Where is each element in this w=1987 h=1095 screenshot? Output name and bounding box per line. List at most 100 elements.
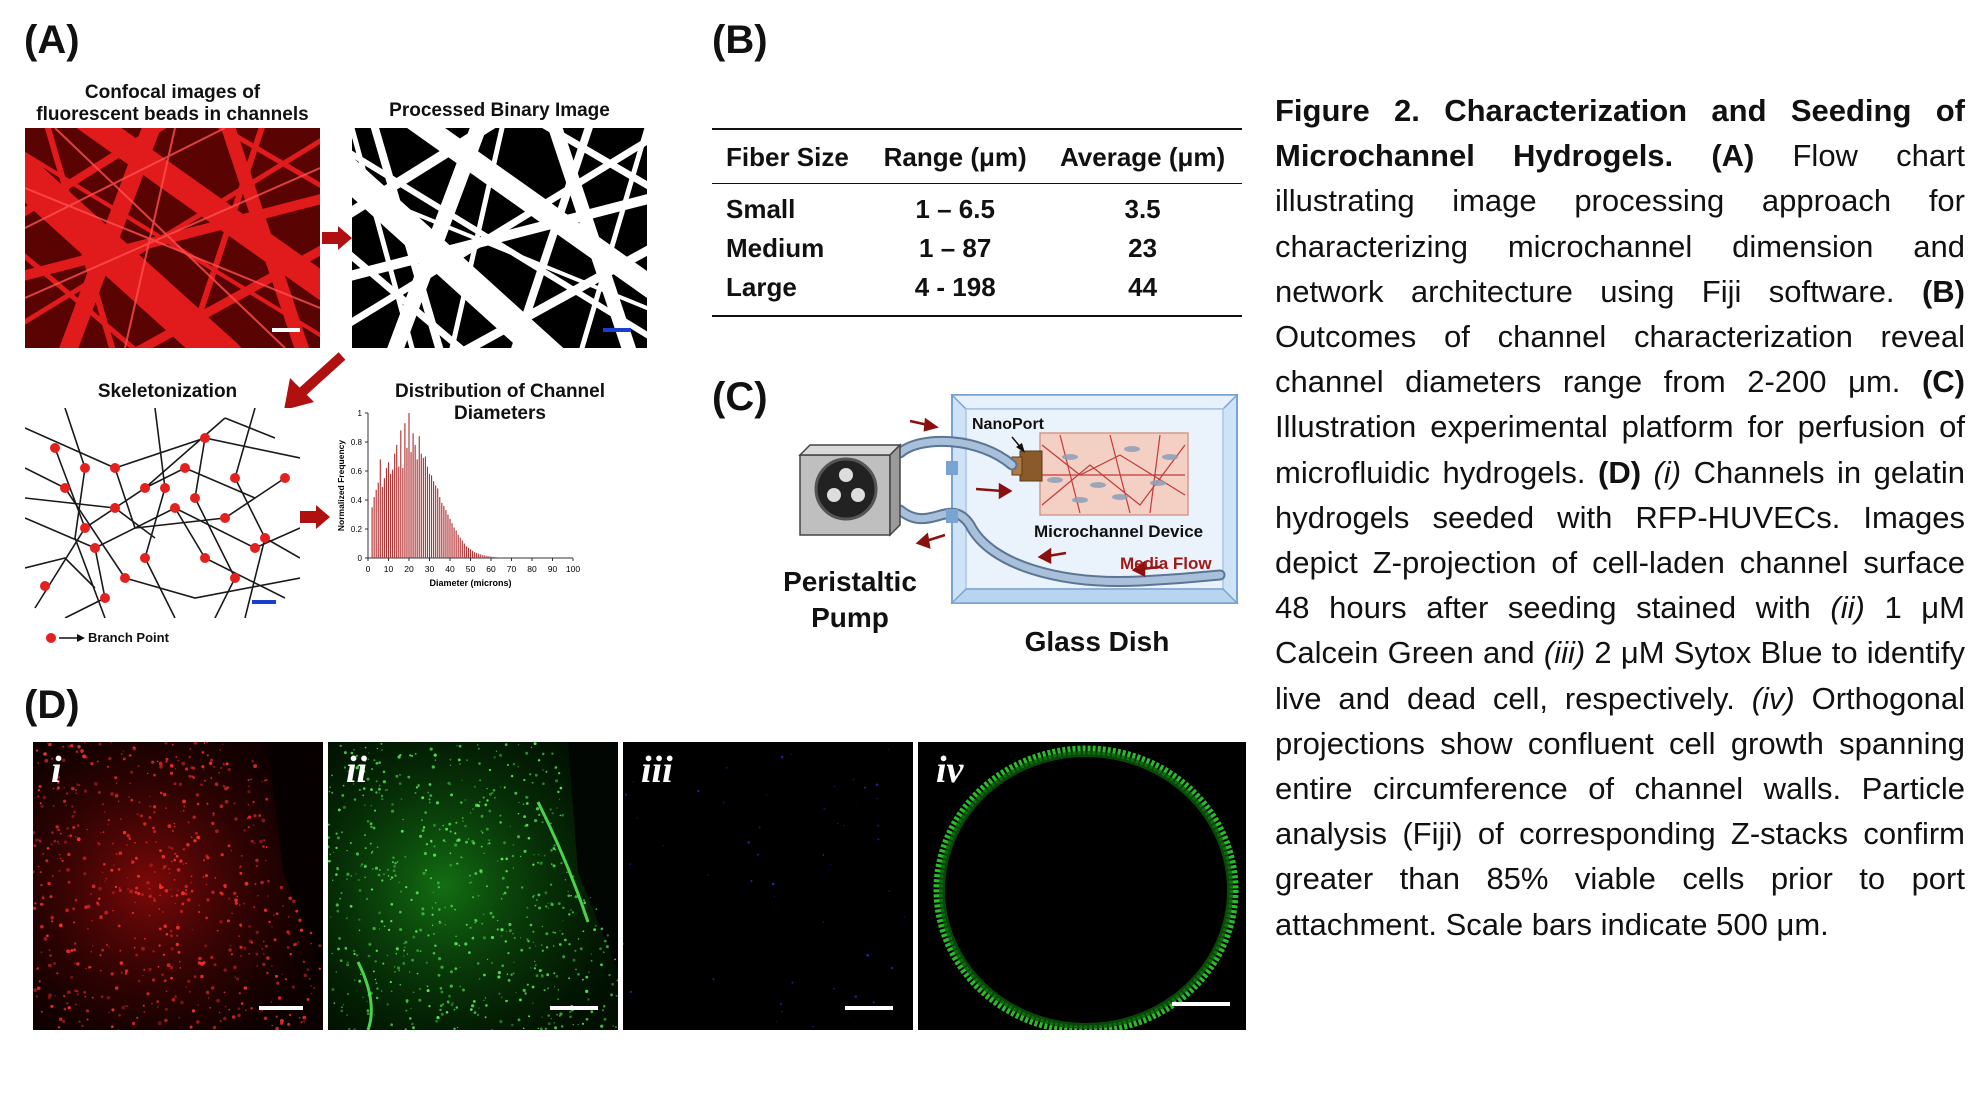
cell-speck — [347, 1027, 351, 1030]
cell-speck — [234, 976, 237, 978]
cell-speck — [56, 972, 59, 975]
cell-speck — [173, 879, 176, 881]
cell-speck — [297, 941, 300, 943]
cell-speck — [353, 949, 356, 953]
cell-speck — [257, 894, 259, 897]
cell-speck — [40, 883, 43, 887]
cell-speck — [547, 902, 549, 904]
cell-speck — [171, 895, 173, 897]
cell-speck — [166, 963, 171, 968]
confocal-title-line2: fluorescent beads in channels — [36, 104, 309, 125]
cell-speck — [236, 895, 239, 898]
cell-speck — [398, 881, 400, 883]
cell-speck — [396, 966, 401, 970]
cell-speck — [96, 901, 100, 905]
cell-speck — [438, 908, 441, 911]
cell-speck — [432, 932, 435, 935]
cell-speck — [337, 808, 341, 812]
cell-speck — [435, 1020, 438, 1023]
cell-speck — [259, 839, 263, 844]
cell-speck — [389, 980, 392, 984]
cell-speck — [362, 787, 366, 790]
cell-speck — [442, 839, 446, 842]
cell-speck — [364, 847, 367, 850]
binary-fibers — [352, 128, 647, 348]
cell-speck — [63, 799, 67, 803]
cell-speck — [234, 898, 238, 902]
cell-speck — [193, 839, 197, 843]
cell-speck — [331, 952, 333, 955]
cell-speck — [394, 862, 397, 865]
cell-speck — [403, 949, 406, 952]
cell-speck — [163, 979, 167, 983]
cell-speck — [306, 968, 310, 972]
cell-speck — [61, 758, 66, 762]
cell-speck — [410, 898, 413, 902]
cell-speck — [577, 972, 580, 976]
cell-speck — [281, 973, 284, 976]
cell-speck — [449, 863, 453, 867]
histogram-bar — [385, 468, 388, 558]
cell-speck — [378, 928, 381, 930]
cell-speck — [114, 885, 118, 889]
cell-speck — [464, 942, 468, 946]
cell-speck — [246, 817, 249, 820]
cell-speck — [238, 935, 240, 937]
micrograph-green: ii — [328, 742, 618, 1030]
cell-speck — [602, 951, 605, 954]
cell-speck — [81, 1024, 84, 1028]
cell-speck — [371, 868, 374, 870]
cell-speck — [75, 750, 79, 753]
cell-speck — [587, 998, 590, 1001]
cell-speck — [823, 807, 826, 811]
cell-speck — [557, 772, 561, 775]
cell-speck — [170, 976, 174, 980]
cell-speck — [118, 1013, 121, 1017]
cell-speck — [822, 921, 825, 923]
cell-speck — [165, 807, 168, 810]
cell-speck — [106, 765, 110, 768]
cell-speck — [382, 770, 386, 774]
cell-speck — [557, 790, 560, 794]
cell-speck — [555, 974, 559, 978]
cell-speck — [479, 779, 481, 782]
cell-speck — [35, 995, 39, 998]
cell-speck — [239, 904, 241, 906]
cell-speck — [313, 987, 315, 989]
cell-speck — [198, 910, 201, 914]
cell-speck — [532, 930, 535, 933]
cell-speck — [277, 996, 282, 1000]
histogram-bar — [498, 557, 500, 558]
cell-speck — [330, 916, 332, 918]
cell-speck — [253, 906, 256, 908]
cell-speck — [380, 920, 384, 923]
cell-speck — [99, 954, 102, 957]
panel-c-label: (C) — [712, 375, 768, 419]
cell-speck — [158, 927, 162, 931]
cell-speck — [875, 783, 879, 787]
cell-speck — [343, 766, 346, 769]
cell-speck — [145, 841, 148, 844]
histogram-bar — [492, 556, 494, 558]
histogram-bar — [496, 557, 498, 558]
cell-speck — [58, 869, 61, 872]
cell-speck — [97, 791, 101, 794]
cell-speck — [378, 792, 381, 794]
histogram-bar — [404, 423, 406, 558]
cell-speck — [391, 809, 395, 813]
histogram-bar — [373, 497, 375, 558]
cell-speck — [98, 742, 102, 746]
cell-speck — [603, 1005, 606, 1008]
cell-speck — [209, 1006, 212, 1009]
cell-speck — [87, 904, 91, 909]
cell-speck — [210, 777, 213, 779]
cell-speck — [146, 992, 150, 996]
cell-speck — [33, 844, 37, 847]
cell-speck — [583, 901, 586, 904]
cell-speck — [384, 789, 387, 792]
cell-speck — [161, 855, 165, 859]
cell-speck — [253, 814, 257, 818]
cell-speck — [108, 946, 110, 948]
cell-speck — [310, 984, 312, 987]
cell-speck — [198, 956, 202, 961]
